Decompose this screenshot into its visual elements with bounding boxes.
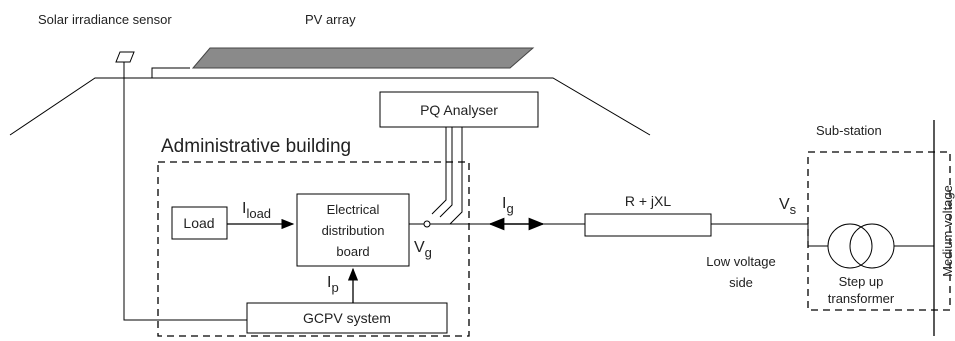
gcpv-system-label: GCPV system — [303, 310, 391, 326]
impedance-box — [584, 213, 712, 237]
admin-building-label: Administrative building — [161, 136, 351, 157]
pq-probe-wire-1 — [431, 127, 447, 215]
substation-label: Sub-station — [816, 123, 882, 138]
board-label-3: board — [336, 244, 369, 259]
pv-wire — [151, 67, 190, 78]
admin-building-boundary — [157, 161, 470, 337]
sensor-label: Solar irradiance sensor — [38, 12, 172, 27]
sensor-icon — [115, 51, 135, 63]
board-label-1: Electrical — [327, 202, 380, 217]
board-label-2: distribution — [322, 223, 385, 238]
transformer-label-2: transformer — [828, 291, 895, 306]
load-box — [171, 206, 228, 240]
transformer-label-1: Step up — [839, 274, 884, 289]
i-p-symbol: Ip — [327, 274, 339, 295]
pq-analyser-box — [379, 91, 539, 128]
pq-probe-wire-2 — [439, 127, 453, 218]
pv-array-panel — [191, 47, 535, 69]
roof-outline — [9, 77, 651, 136]
pcc-node — [423, 220, 431, 228]
low-voltage-label-1: Low voltage — [706, 254, 775, 269]
medium-voltage-label: Medium voltage — [940, 185, 955, 277]
transformer-primary-coil — [827, 223, 873, 269]
impedance-label: R + jXL — [625, 193, 672, 209]
distribution-board-box — [296, 193, 410, 267]
v-s-symbol: Vs — [779, 196, 797, 217]
pq-analyser-label: PQ Analyser — [420, 102, 498, 118]
low-voltage-label-2: side — [729, 275, 753, 290]
sensor-wire — [123, 62, 247, 321]
i-load-symbol: Iload — [242, 200, 271, 221]
pq-probe-wire-3 — [449, 127, 463, 225]
pv-array-label: PV array — [305, 12, 356, 27]
v-g-symbol: Vg — [414, 239, 432, 260]
load-label: Load — [183, 215, 214, 231]
i-g-symbol: Ig — [502, 195, 514, 216]
gcpv-system-box — [246, 302, 448, 334]
